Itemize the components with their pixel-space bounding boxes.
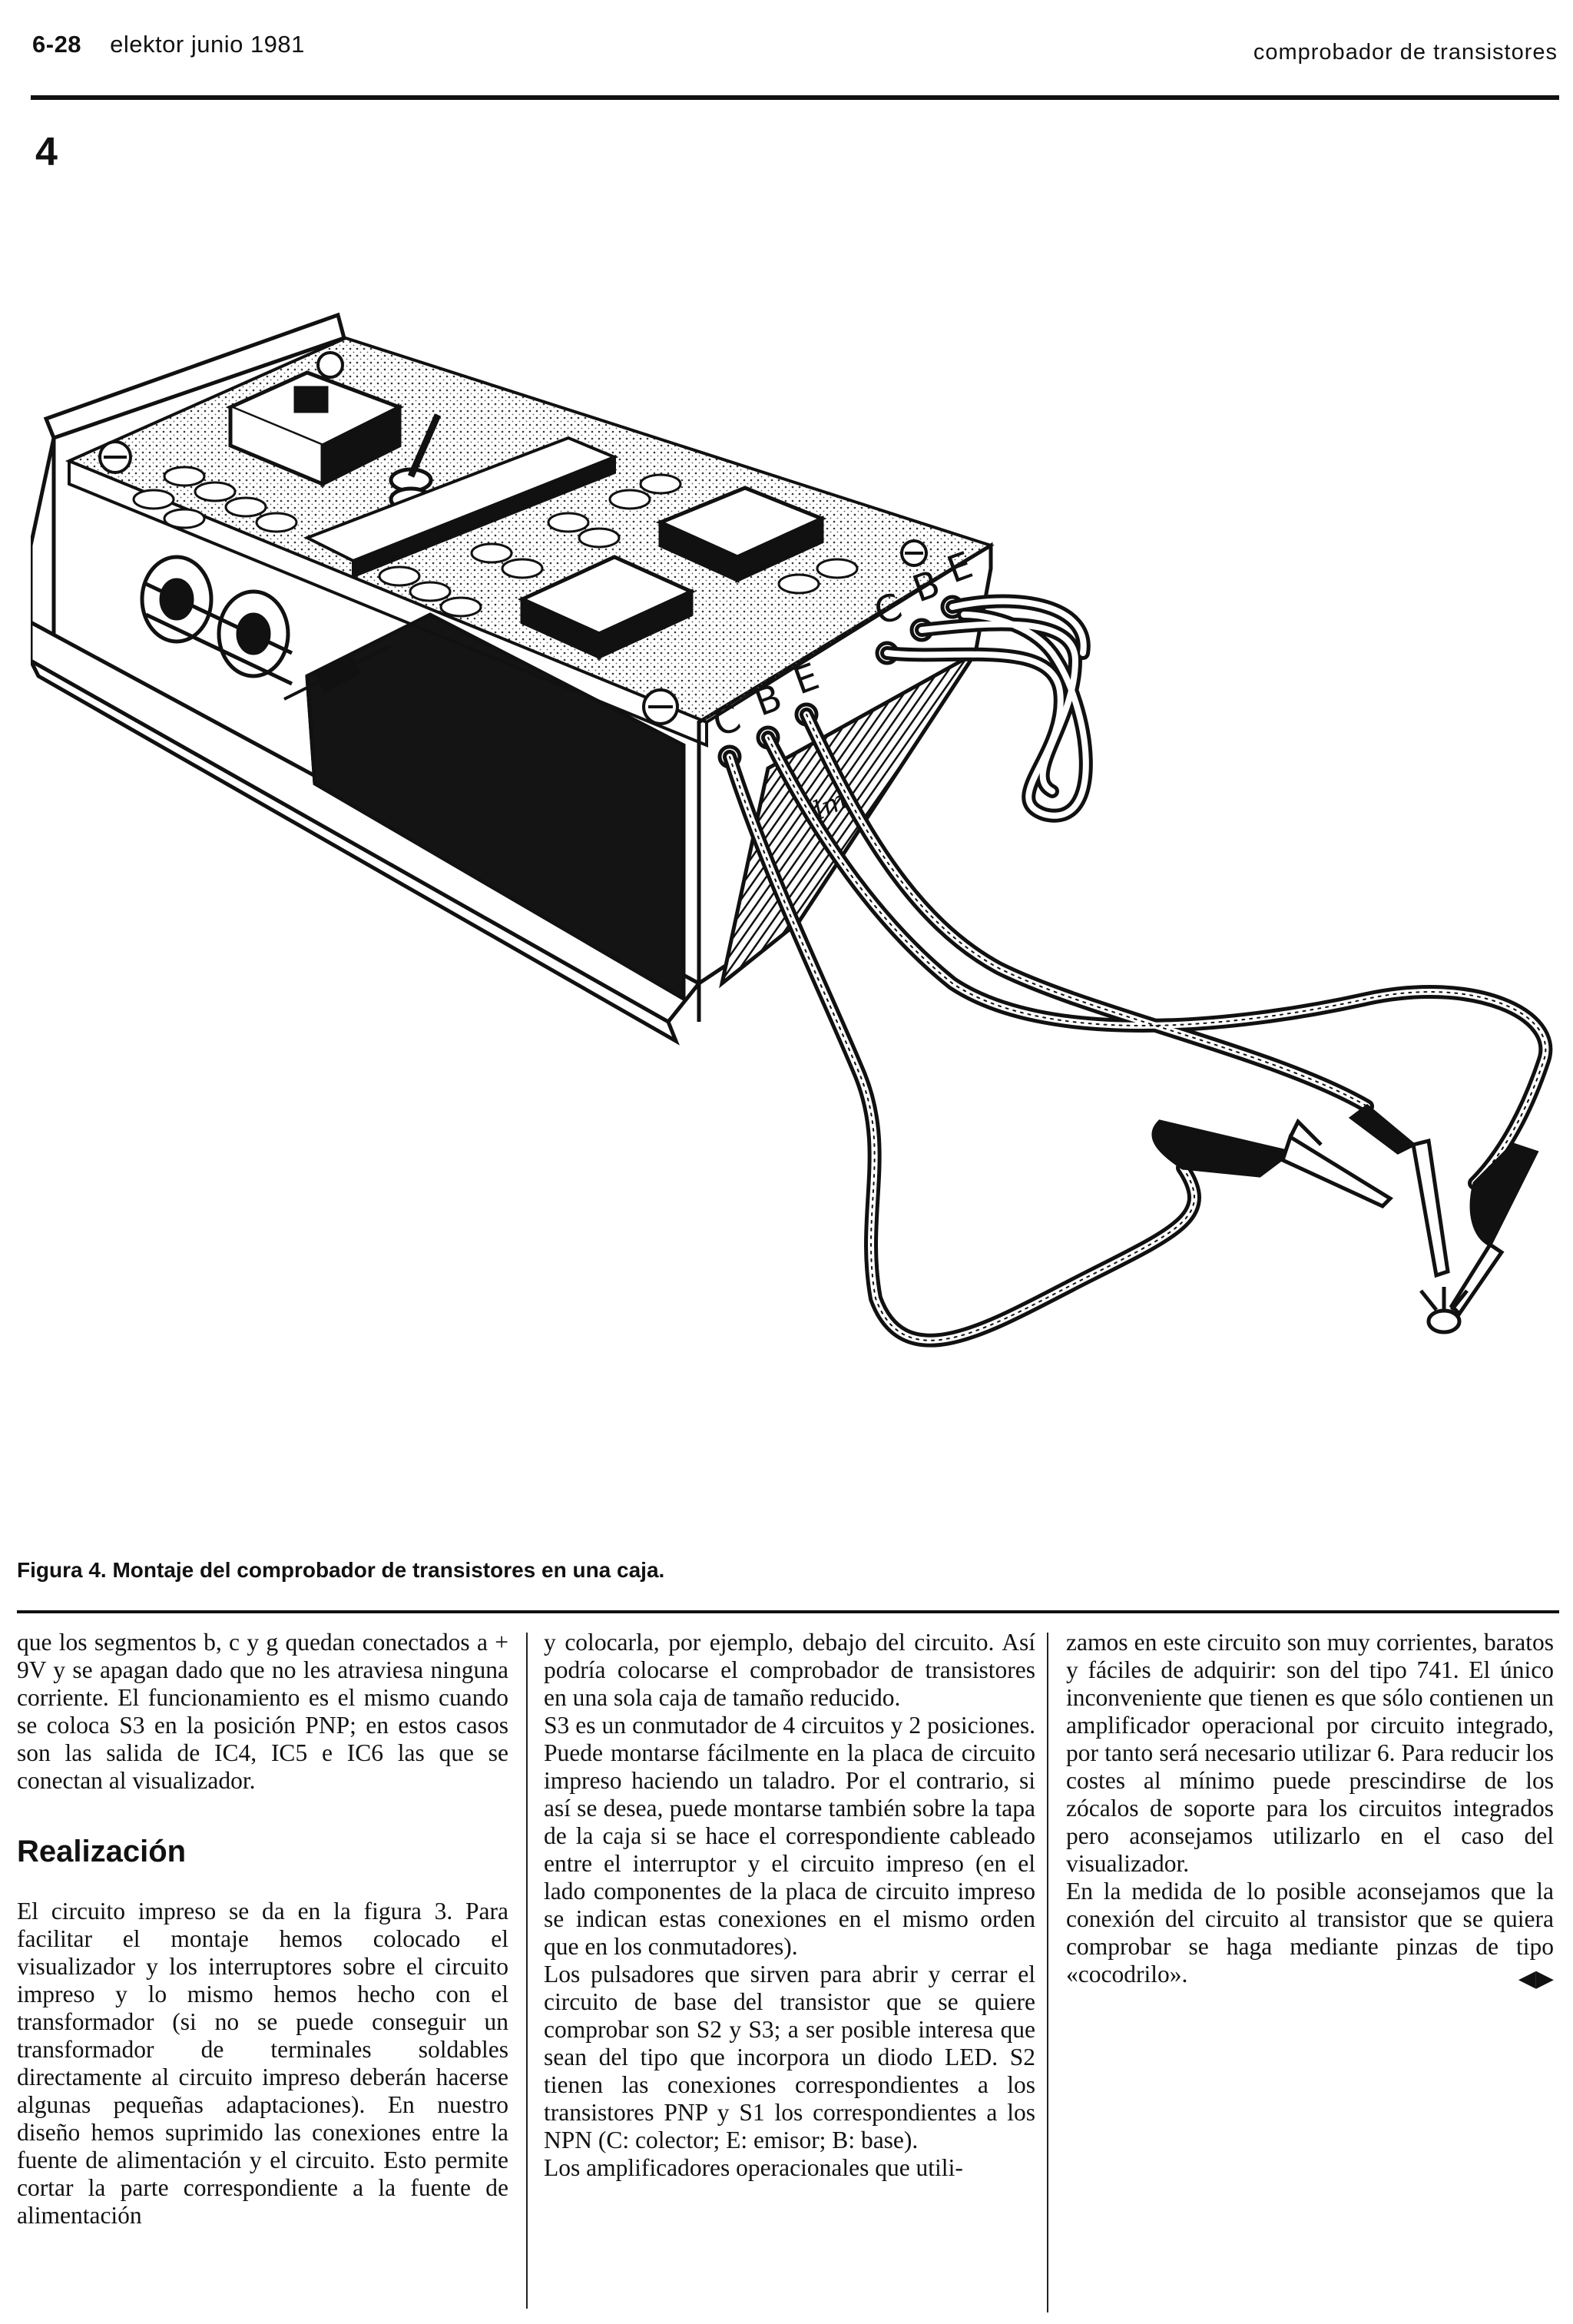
section-title: comprobador de transistores [1253, 40, 1558, 65]
figure-number: 4 [35, 130, 58, 174]
resistor-array [132, 466, 859, 618]
paragraph: El circuito impreso se da en la figura 3… [17, 1898, 508, 2229]
alligator-clip-2 [1449, 1142, 1539, 1317]
paragraph: S3 es un conmutador de 4 circuitos y 2 p… [544, 1712, 1035, 1960]
figure-caption: Figura 4. Montaje del comprobador de tra… [17, 1558, 665, 1582]
figure-illustration: C B E C B E lm [31, 312, 1553, 1348]
paragraph: zamos en este circuito son muy corriente… [1066, 1629, 1554, 1877]
push-button-1 [517, 555, 697, 660]
end-of-article-mark: ◀▶ [1518, 1965, 1554, 1992]
text-column-3: zamos en este circuito son muy corriente… [1066, 1629, 1554, 1993]
paragraph: En la medida de lo posible aconsejamos q… [1066, 1878, 1554, 1992]
case-body [31, 312, 993, 1046]
paragraph: y colocarla, por ejemplo, debajo del cir… [544, 1629, 1035, 1711]
section-heading: Realización [17, 1835, 187, 1868]
column-divider [526, 1633, 528, 2309]
text-column-1: que los segmentos b, c y g quedan conect… [17, 1629, 508, 2230]
transformer [140, 555, 293, 686]
push-button-2 [655, 486, 827, 583]
caption-rule [17, 1610, 1559, 1613]
alligator-clip-1 [1151, 1118, 1394, 1209]
transistor-under-test [1419, 1287, 1469, 1334]
running-header: 6-28 elektor junio 1981 [32, 31, 305, 58]
paragraph-text: En la medida de lo posible aconsejamos q… [1066, 1878, 1554, 1988]
display-module [225, 370, 405, 488]
column-divider [1047, 1633, 1048, 2312]
header-rule [31, 95, 1559, 100]
paragraph: que los segmentos b, c y g quedan conect… [17, 1629, 508, 1794]
test-leads [723, 594, 1553, 1348]
paragraph: Los pulsadores que sirven para abrir y c… [544, 1961, 1035, 2153]
alligator-clip-3 [1348, 1103, 1450, 1278]
paragraph: Los amplificadores operacionales que uti… [544, 2154, 963, 2181]
ic-socket [303, 436, 619, 579]
text-column-2: y colocarla, por ejemplo, debajo del cir… [544, 1629, 1035, 2182]
page-number: 6-28 [32, 31, 82, 58]
diode [283, 644, 392, 701]
magazine-issue: elektor junio 1981 [110, 31, 305, 58]
